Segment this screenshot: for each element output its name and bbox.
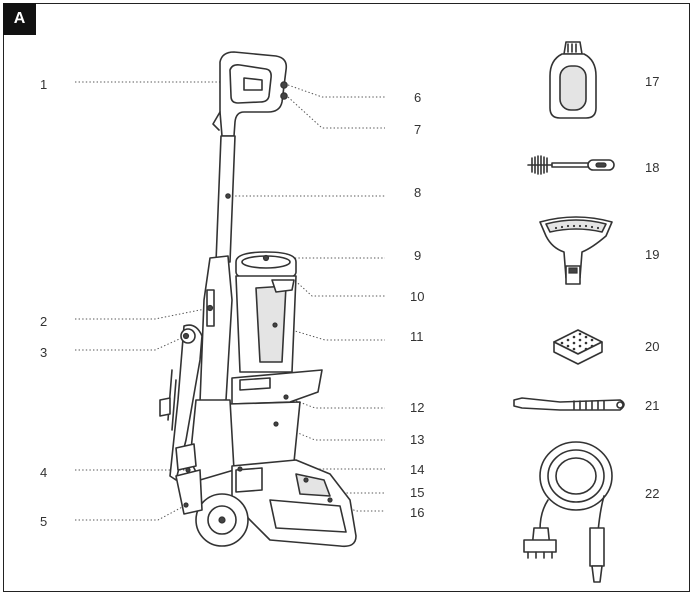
label-6: 6	[414, 90, 421, 105]
label-8: 8	[414, 185, 421, 200]
tool-bristle-dots	[554, 224, 600, 230]
upholstery-tool	[539, 216, 613, 285]
label-9: 9	[414, 248, 421, 263]
label-12: 12	[410, 400, 424, 415]
part-labels: 1 2 3 4 5 6 7 8 9 10 11 12 13 14 15 16 1…	[40, 74, 659, 529]
label-18: 18	[645, 160, 659, 175]
label-4: 4	[40, 465, 47, 480]
accessory-hose	[523, 441, 613, 583]
label-19: 19	[645, 247, 659, 262]
label-21: 21	[645, 398, 659, 413]
label-10: 10	[410, 289, 424, 304]
label-17: 17	[645, 74, 659, 89]
upright-cleaner	[159, 51, 357, 548]
filter-holes	[560, 332, 594, 351]
cleaning-brush	[527, 155, 615, 175]
filter	[553, 329, 603, 365]
label-1: 1	[40, 77, 47, 92]
label-22: 22	[645, 486, 659, 501]
label-20: 20	[645, 339, 659, 354]
label-3: 3	[40, 345, 47, 360]
label-5: 5	[40, 514, 47, 529]
scraper-texture	[573, 400, 605, 410]
solution-bottle	[549, 41, 597, 119]
label-11: 11	[410, 329, 424, 344]
label-7: 7	[414, 122, 421, 137]
label-2: 2	[40, 314, 47, 329]
label-16: 16	[410, 505, 424, 520]
label-14: 14	[410, 462, 424, 477]
figure-badge: A	[3, 3, 36, 35]
label-15: 15	[410, 485, 424, 500]
scraper-tool	[513, 397, 625, 411]
label-13: 13	[410, 432, 424, 447]
